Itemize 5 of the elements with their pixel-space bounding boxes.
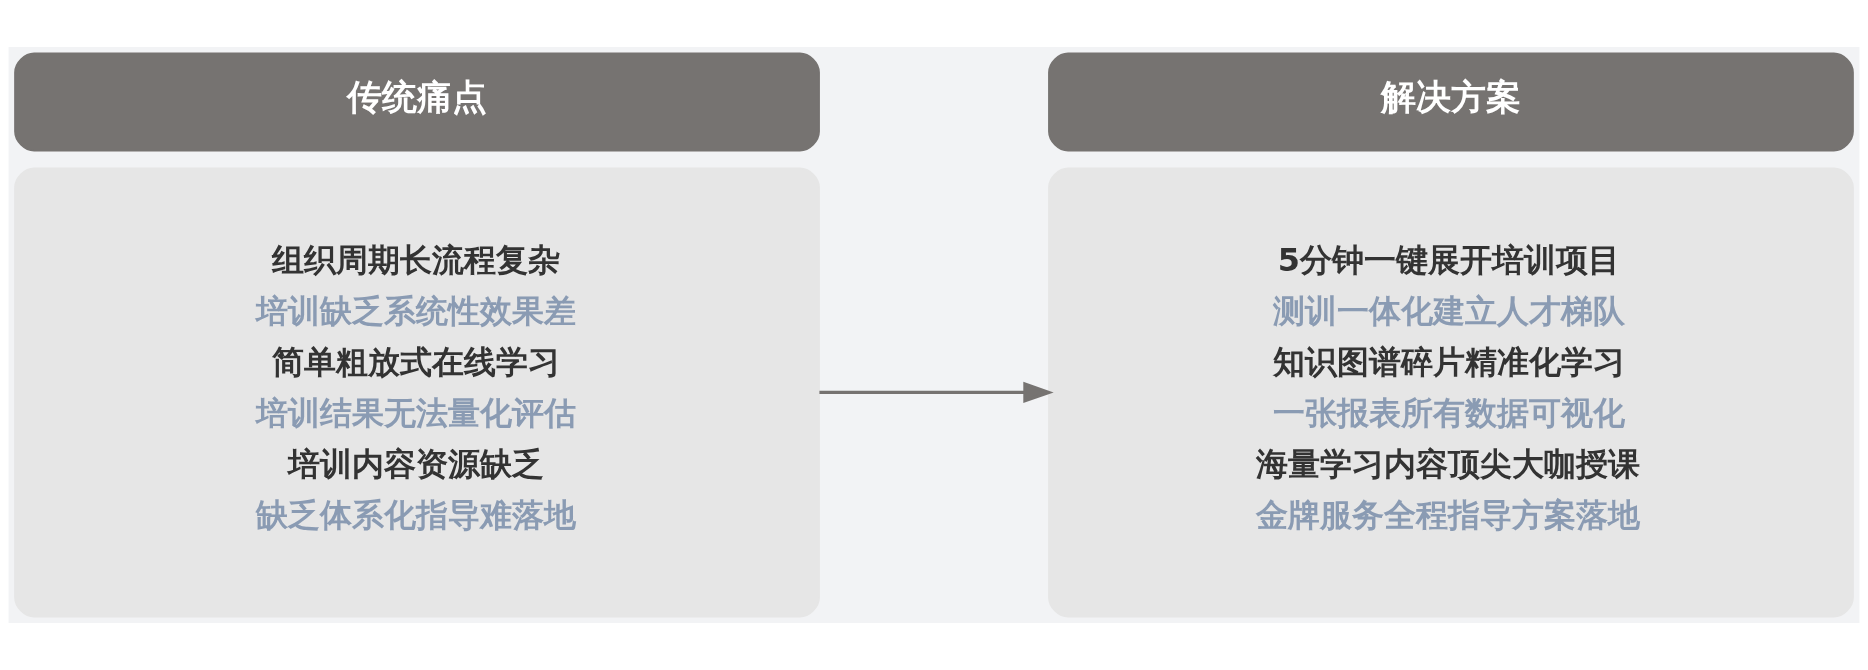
node-box: 传统痛点 — [14, 52, 820, 152]
node-box: 组织周期长流程复杂 培训缺乏系统性效果差 简单粗放式在线学习 培训结果无法量化评估 培训内容资源缺乏 缺乏体系化指导难落地 — [14, 167, 820, 618]
arrow — [819, 381, 1054, 404]
node-box: 5分钟一键展开培训项目 测训一体化建立人才梯队 知识图谱碎片精准化学习 一张报表所有数据可视化 海量学习内容顶尖大咖授课 金牌服务全程指导方案落地 — [1048, 167, 1854, 618]
node-box: 解决方案 — [1048, 52, 1854, 152]
